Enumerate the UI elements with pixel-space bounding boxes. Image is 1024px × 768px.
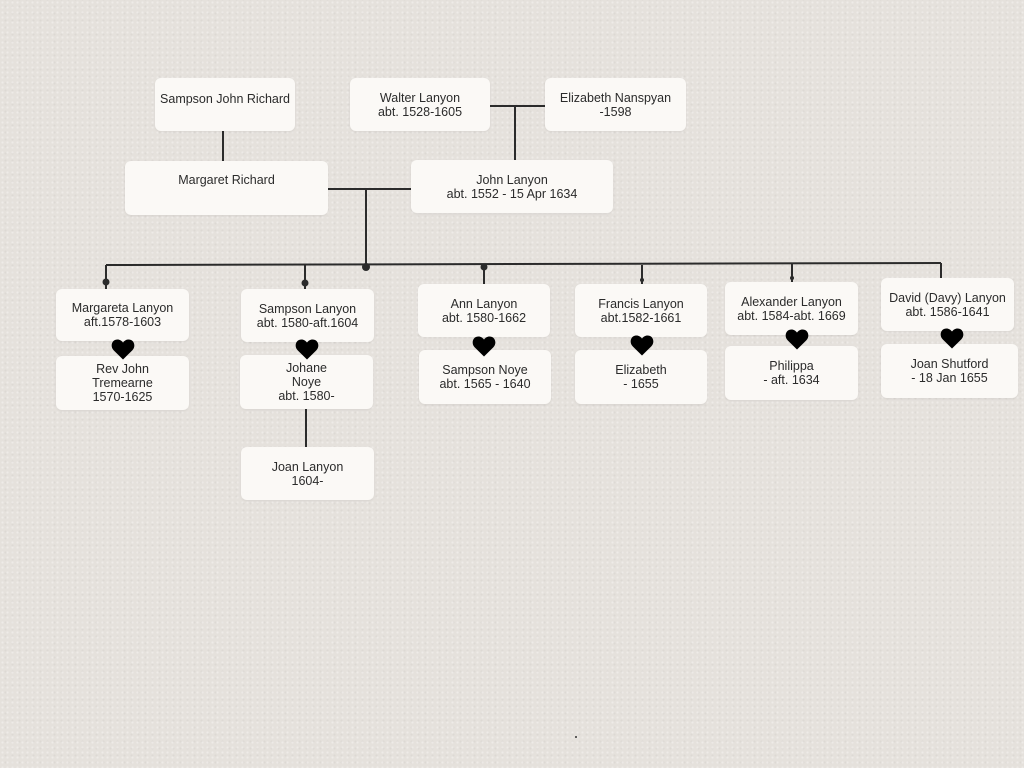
heart-icon: [940, 328, 964, 349]
connector-dot: [301, 279, 309, 287]
person-dates: aft.1578-1603: [83, 315, 162, 329]
person-name: Francis Lanyon: [598, 296, 684, 311]
person-card-joan-lanyon[interactable]: Joan Lanyon 1604-: [241, 447, 374, 500]
person-card-sampson-john-richard[interactable]: Sampson John Richard: [155, 78, 295, 131]
person-name: Philippa: [769, 359, 814, 373]
person-dates: - 1655: [623, 377, 659, 391]
person-card-sampson-noye[interactable]: Sampson Noye abt. 1565 - 1640: [419, 350, 551, 404]
person-card-philippa[interactable]: Philippa - aft. 1634: [725, 346, 858, 400]
connector-dot: [362, 263, 370, 271]
person-name: Johane: [285, 361, 327, 375]
heart-icon: [472, 336, 496, 357]
person-name: Alexander Lanyon: [741, 294, 842, 309]
person-dates: - aft. 1634: [763, 373, 820, 387]
person-name: Margaret Richard: [178, 173, 275, 187]
heart-icon: [785, 329, 809, 350]
person-dates: - 18 Jan 1655: [911, 371, 988, 385]
person-dates: abt. 1565 - 1640: [439, 377, 531, 391]
person-dates: abt. 1580-: [278, 389, 335, 403]
person-name: Elizabeth Nanspyan: [559, 90, 672, 105]
heart-icon: [111, 339, 135, 360]
connector-dot: [640, 278, 644, 282]
person-name: Margareta Lanyon: [71, 301, 174, 315]
person-card-joan-shutford[interactable]: Joan Shutford - 18 Jan 1655: [881, 344, 1018, 398]
person-dates: abt. 1584-abt. 1669: [737, 308, 846, 323]
person-name: Sampson Noye: [442, 363, 528, 377]
person-card-johane-noye[interactable]: Johane Noye abt. 1580-: [240, 355, 373, 409]
person-dates: abt.1582-1661: [600, 310, 682, 325]
person-card-david-davy-lanyon[interactable]: David (Davy) Lanyon abt. 1586-1641: [881, 278, 1014, 331]
person-card-sampson-lanyon[interactable]: Sampson Lanyon abt. 1580-aft.1604: [241, 289, 374, 342]
person-card-elizabeth-nanspyan[interactable]: Elizabeth Nanspyan -1598: [545, 78, 686, 131]
person-name: Rev John: [96, 362, 149, 376]
person-name: David (Davy) Lanyon: [889, 290, 1006, 305]
person-card-francis-lanyon[interactable]: Francis Lanyon abt.1582-1661: [575, 284, 707, 337]
person-name: Walter Lanyon: [379, 90, 461, 105]
person-name: Elizabeth: [615, 363, 667, 377]
person-card-margaret-richard[interactable]: Margaret Richard: [125, 161, 328, 215]
heart-icon: [630, 335, 654, 356]
person-card-elizabeth[interactable]: Elizabeth - 1655: [575, 350, 707, 404]
person-dates: abt. 1552 - 15 Apr 1634: [446, 186, 578, 201]
person-card-ann-lanyon[interactable]: Ann Lanyon abt. 1580-1662: [418, 284, 550, 337]
person-dates: 1604-: [291, 473, 324, 488]
person-name: Ann Lanyon: [450, 296, 518, 311]
person-dates: abt. 1580-1662: [441, 310, 527, 325]
person-name: Tremearne: [92, 376, 153, 390]
person-card-walter-lanyon[interactable]: Walter Lanyon abt. 1528-1605: [350, 78, 490, 131]
person-dates: 1570-1625: [92, 390, 153, 404]
person-card-margareta-lanyon[interactable]: Margareta Lanyon aft.1578-1603: [56, 289, 189, 341]
person-card-alexander-lanyon[interactable]: Alexander Lanyon abt. 1584-abt. 1669: [725, 282, 858, 335]
person-dates: abt. 1528-1605: [377, 104, 463, 119]
person-name: John Lanyon: [476, 172, 548, 187]
person-dates: -1598: [599, 104, 632, 119]
person-name: Joan Shutford: [910, 357, 989, 371]
person-name: Joan Lanyon: [271, 459, 344, 474]
person-card-john-lanyon[interactable]: John Lanyon abt. 1552 - 15 Apr 1634: [411, 160, 613, 213]
person-name: Sampson John Richard: [160, 92, 290, 106]
connector-dot: [480, 263, 488, 271]
person-name: Sampson Lanyon: [258, 301, 357, 316]
heart-icon: [295, 339, 319, 360]
person-dates: abt. 1580-aft.1604: [256, 315, 359, 330]
person-name: Noye: [291, 375, 322, 389]
person-dates: abt. 1586-1641: [905, 304, 990, 319]
connector-dot: [790, 276, 794, 280]
connector-children-bar: [105, 262, 942, 266]
stray-dot: [575, 736, 577, 738]
person-card-rev-john-tremearne[interactable]: Rev John Tremearne 1570-1625: [56, 356, 189, 410]
connector-dot: [102, 278, 110, 286]
